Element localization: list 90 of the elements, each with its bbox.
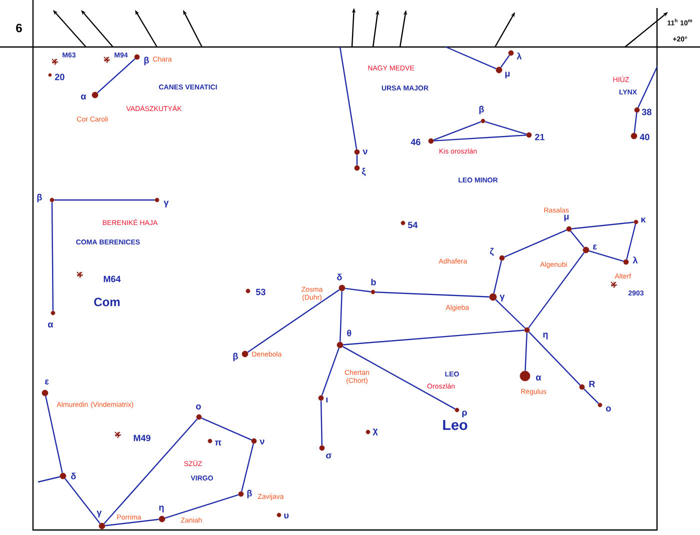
star-label: λ bbox=[516, 52, 522, 60]
star-label: ε bbox=[593, 244, 597, 250]
constellation-line bbox=[375, 292, 490, 298]
constellation-line bbox=[320, 400, 323, 446]
constellation-line bbox=[524, 332, 528, 371]
star-label: 20 bbox=[55, 74, 64, 80]
constellation-line bbox=[54, 199, 155, 201]
constellation-line bbox=[504, 230, 567, 258]
constellation-line bbox=[340, 291, 342, 342]
constellation-line bbox=[342, 346, 456, 410]
constellation-line bbox=[500, 54, 510, 68]
star-label: χ bbox=[372, 428, 378, 436]
constellation-line bbox=[588, 250, 624, 262]
star-label: μ bbox=[505, 72, 510, 78]
chart-label: Leo bbox=[443, 420, 468, 430]
constellation-line bbox=[572, 222, 634, 230]
constellation-line bbox=[247, 289, 340, 353]
chart-label: M49 bbox=[134, 434, 150, 442]
star-label: α bbox=[536, 376, 542, 380]
star-label: ε bbox=[45, 380, 49, 384]
constellation-line bbox=[201, 418, 252, 440]
star-label: ο bbox=[196, 404, 201, 410]
star-label: δ bbox=[71, 472, 76, 480]
star-label: 54 bbox=[408, 222, 418, 228]
star-label: b bbox=[371, 278, 376, 286]
constellation-line bbox=[528, 252, 585, 328]
star-label: η bbox=[159, 506, 164, 512]
star-label: ζ bbox=[490, 248, 494, 256]
constellation-line bbox=[638, 66, 658, 108]
star-label: β bbox=[247, 490, 252, 498]
star-label: δ bbox=[337, 274, 342, 280]
constellation-line bbox=[495, 299, 526, 329]
constellation-line bbox=[343, 330, 524, 346]
constellation-line bbox=[241, 443, 254, 492]
constellation-line bbox=[38, 476, 60, 483]
star-label: ν bbox=[362, 150, 368, 154]
star-label: 46 bbox=[410, 138, 420, 146]
star-label: μ bbox=[564, 214, 569, 222]
constellation-line bbox=[484, 121, 527, 135]
star-label: η bbox=[543, 332, 548, 340]
star-label: 40 bbox=[640, 134, 650, 140]
star-label: υ bbox=[284, 514, 289, 518]
star-label: β bbox=[37, 194, 42, 202]
chart-label: 6 bbox=[16, 24, 22, 32]
star-label: σ bbox=[326, 454, 332, 458]
constellation-line bbox=[96, 58, 136, 94]
constellation-line bbox=[570, 230, 584, 248]
constellation-line bbox=[433, 121, 482, 141]
constellation-line bbox=[104, 418, 198, 524]
star-label: π bbox=[214, 440, 222, 446]
star-label: β bbox=[144, 56, 149, 66]
constellation-line bbox=[105, 518, 159, 526]
star-label: κ bbox=[641, 218, 646, 222]
constellation-line bbox=[626, 224, 636, 260]
constellation-line bbox=[64, 478, 100, 524]
constellation-line bbox=[356, 154, 358, 166]
star-label: α bbox=[81, 94, 86, 100]
constellation-line bbox=[339, 46, 358, 150]
star-label: ι bbox=[326, 398, 328, 402]
star-label: ν bbox=[260, 440, 264, 444]
chart-label: M64 bbox=[104, 276, 121, 282]
star-label: γ bbox=[500, 294, 505, 302]
constellation-line bbox=[434, 134, 526, 142]
star-label: R bbox=[589, 380, 596, 388]
star-label: α bbox=[48, 322, 54, 328]
constellation-line bbox=[164, 494, 239, 519]
star-label: λ bbox=[632, 256, 638, 264]
constellation-line bbox=[446, 46, 496, 70]
constellation-line bbox=[634, 112, 638, 133]
star-label: 21 bbox=[535, 134, 544, 140]
star-label: γ bbox=[96, 510, 102, 518]
star-label: β bbox=[479, 106, 484, 114]
constellation-line bbox=[528, 332, 581, 386]
star-label: 38 bbox=[642, 108, 652, 116]
constellation-line bbox=[345, 288, 371, 292]
star-label: γ bbox=[164, 200, 169, 208]
star-dot bbox=[520, 370, 530, 382]
star-label: ξ bbox=[362, 168, 366, 176]
constellation-line bbox=[51, 202, 54, 311]
constellation-line bbox=[493, 260, 502, 294]
star-label: θ bbox=[347, 330, 352, 336]
star-dot bbox=[489, 293, 497, 301]
constellation-line bbox=[321, 348, 340, 396]
constellation-line bbox=[584, 388, 599, 404]
chart-label: Com bbox=[94, 298, 120, 306]
star-label: β bbox=[233, 352, 238, 362]
star-label: 53 bbox=[256, 288, 266, 296]
star-label: ο bbox=[606, 406, 611, 412]
star-label: ρ bbox=[462, 410, 467, 418]
constellation-line bbox=[45, 396, 63, 473]
